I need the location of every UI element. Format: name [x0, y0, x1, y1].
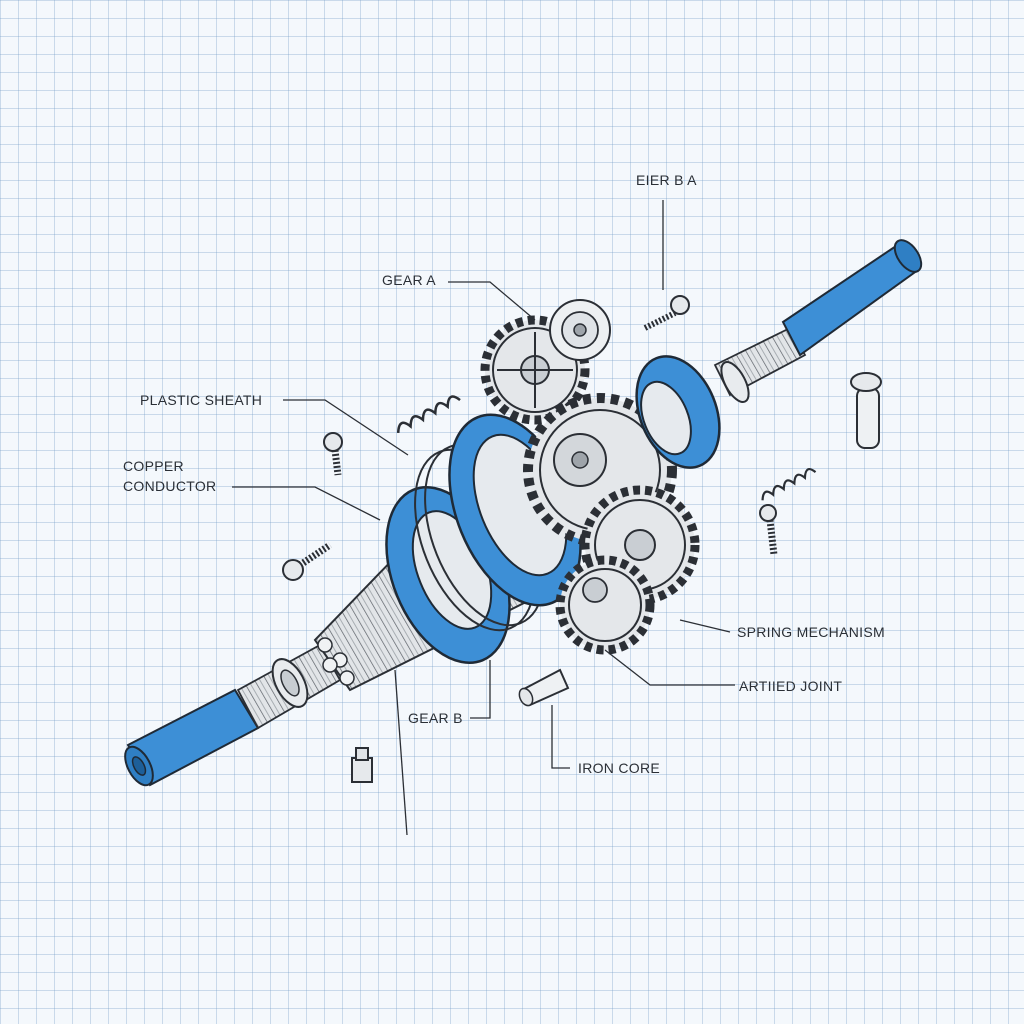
loose-nut-bottom	[351, 747, 373, 783]
leader-gear-a	[448, 281, 536, 321]
leader-gear-b	[470, 660, 491, 719]
label-spring-mechanism: SPRING MECHANISM	[737, 624, 885, 640]
small-pulley	[549, 299, 611, 361]
loose-screw-top	[643, 295, 690, 331]
label-eier-b-a: EIER B A	[636, 172, 697, 188]
label-artiled-joint: ARTIIED JOINT	[739, 678, 843, 694]
right-blue-ring	[635, 355, 721, 469]
label-copper-line1: COPPER	[123, 458, 184, 474]
leader-iron-core	[551, 705, 570, 769]
label-gear-a: GEAR A	[382, 272, 436, 288]
right-plastic-sheath-tube	[781, 239, 923, 357]
leader-vertical-bottom	[394, 669, 408, 836]
right-cable	[713, 239, 923, 403]
leader-spring-mechanism	[679, 619, 731, 633]
loose-screw-left	[323, 432, 343, 476]
label-gear-b: GEAR B	[408, 710, 463, 726]
spring-right	[761, 468, 817, 501]
label-copper-line2: CONDUCTOR	[123, 478, 217, 494]
loose-screw-mid-left	[282, 542, 332, 581]
leader-artiled-joint	[604, 649, 735, 686]
bolt-right	[850, 372, 882, 449]
label-copper-conductor: COPPER CONDUCTOR	[123, 456, 216, 496]
articulated-joint-gear	[555, 555, 655, 655]
loose-screw-right	[759, 504, 778, 556]
leader-plastic-sheath	[283, 399, 409, 456]
leader-copper-conductor	[232, 486, 381, 521]
label-iron-core: IRON CORE	[578, 760, 661, 776]
leader-lines	[232, 200, 735, 836]
label-plastic-sheath: PLASTIC SHEATH	[140, 392, 263, 408]
left-plastic-sheath-tube	[124, 688, 260, 787]
spring-left	[396, 395, 461, 433]
left-ferrule-ring	[271, 658, 309, 708]
right-ferrule	[720, 361, 750, 403]
iron-core-pin	[518, 668, 570, 707]
